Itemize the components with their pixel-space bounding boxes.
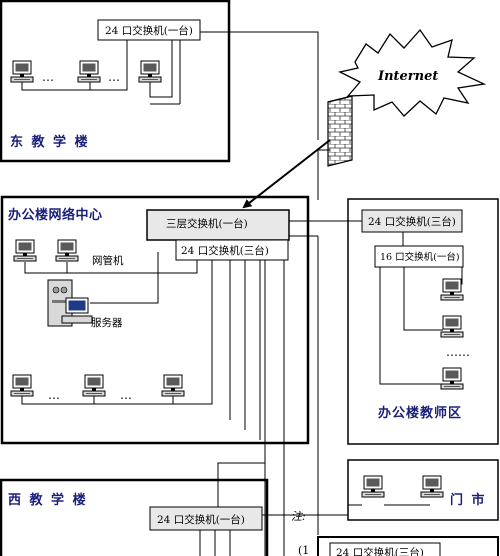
teacher-pc-1	[440, 278, 464, 301]
west-24-switch: 24 口交换机(一台)	[149, 506, 263, 531]
center-pc-1	[10, 374, 34, 397]
center-pc-3	[161, 374, 185, 397]
gate-title: 门 市	[450, 492, 487, 508]
firewall	[327, 95, 353, 167]
svg-text:24 口交换机(三台): 24 口交换机(三台)	[336, 546, 424, 556]
server-label: 服务器	[91, 316, 123, 329]
office-teacher-region: 办公楼教师区	[347, 198, 499, 445]
server-icon	[47, 279, 93, 327]
office-teacher-title: 办公楼教师区	[378, 405, 462, 421]
svg-text:24 口交换机(三台): 24 口交换机(三台)	[368, 215, 456, 228]
east-24-switch: 24 口交换机(一台)	[97, 19, 201, 41]
teacher-24-switch: 24 口交换机(三台)	[361, 209, 463, 233]
core-l3-switch: 三层交换机(一台)	[146, 209, 290, 241]
east-pc-1	[10, 60, 34, 83]
west-building-title: 西 教 学 楼	[8, 492, 88, 508]
office-center-title: 办公楼网络中心	[8, 207, 103, 223]
east-building-region: 东 教 学 楼	[0, 0, 231, 163]
svg-text:16 口交换机(一台): 16 口交换机(一台)	[380, 251, 460, 263]
svg-text:24 口交换机(一台): 24 口交换机(一台)	[105, 24, 193, 37]
teacher-vdots: ……	[446, 345, 470, 359]
west-building-region: 西 教 学 楼	[0, 478, 269, 556]
east-ellipsis-2: …	[108, 70, 120, 84]
netadmin-pc-1	[13, 239, 37, 262]
teacher-pc-3	[440, 367, 464, 390]
east-ellipsis-1: …	[42, 70, 54, 84]
svg-text:三层交换机(一台): 三层交换机(一台)	[166, 217, 248, 230]
netadmin-pc-2	[55, 239, 79, 262]
bottom-region	[317, 536, 499, 556]
center-ellipsis-1: …	[48, 388, 60, 402]
east-pc-2	[77, 60, 101, 83]
center-24-switch: 24 口交换机(三台)	[175, 239, 289, 261]
svg-text:24 口交换机(三台): 24 口交换机(三台)	[181, 244, 269, 257]
internet-label: Internet	[377, 69, 438, 84]
east-building-title: 东 教 学 楼	[10, 134, 90, 150]
svg-text:24 口交换机(一台): 24 口交换机(一台)	[157, 513, 245, 526]
netadmin-label: 网管机	[92, 254, 124, 267]
east-pc-3	[138, 60, 162, 83]
connection-lines	[21, 31, 463, 556]
center-ellipsis-2: …	[120, 388, 132, 402]
teacher-pc-2	[440, 315, 464, 338]
gate-region: 门 市	[347, 459, 499, 521]
bottom-24-switch: 24 口交换机(三台)	[329, 542, 441, 556]
gate-pc-1	[361, 475, 385, 498]
gate-pc-2	[420, 475, 444, 498]
note-label: 注:	[291, 510, 306, 523]
office-center-region: 办公楼网络中心	[0, 195, 310, 445]
teacher-16-switch: 16 口交换机(一台)	[374, 245, 464, 268]
center-pc-2	[82, 374, 106, 397]
internet-cloud: Internet	[338, 28, 487, 117]
paren-label: (1	[298, 544, 309, 556]
